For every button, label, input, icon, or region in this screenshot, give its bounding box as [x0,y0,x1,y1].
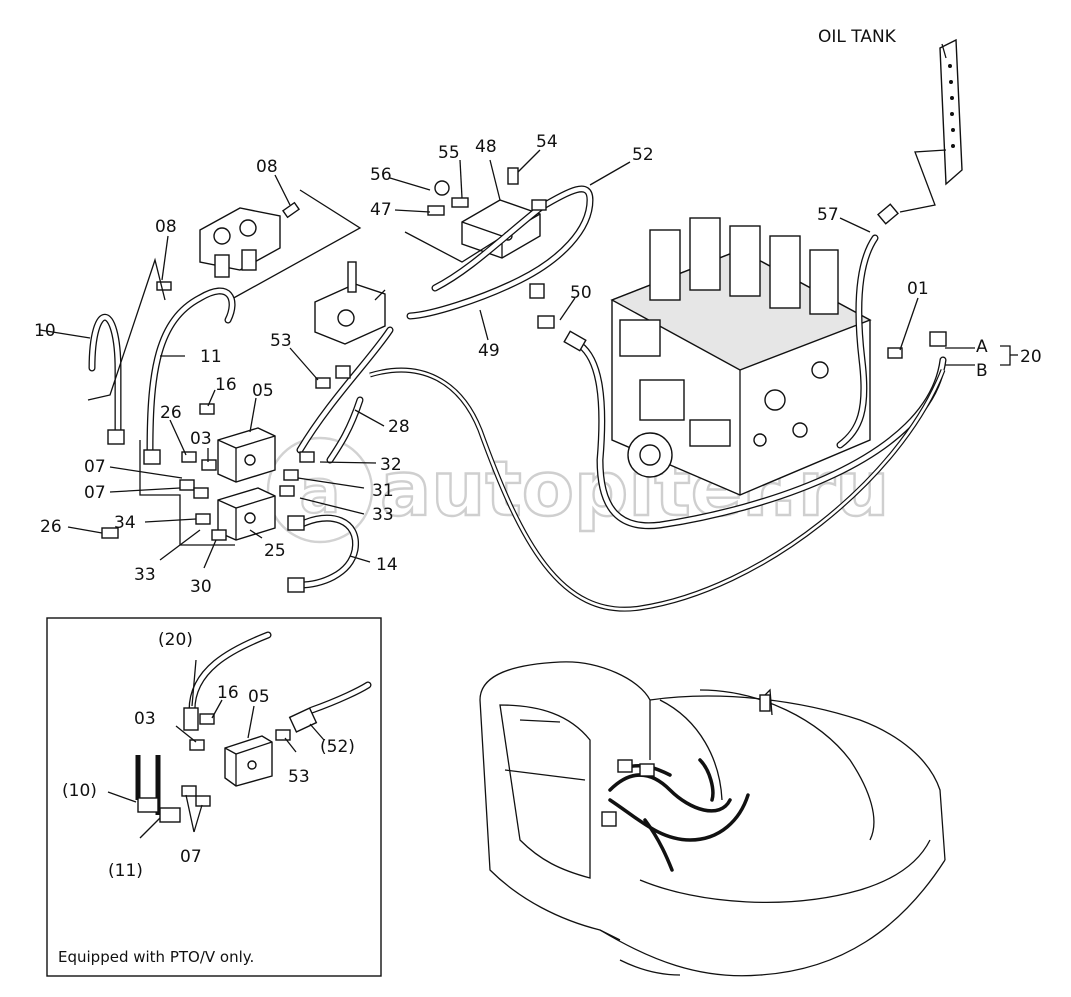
label-57: 57 [817,205,839,225]
label-07a: 07 [84,457,106,477]
label-30: 30 [190,577,212,597]
mid-valve-bracket [314,261,386,345]
label-10: 10 [34,321,56,341]
fittings [101,167,947,593]
label-50: 50 [570,283,592,303]
label-55: 55 [438,143,460,163]
inset-label-53: 53 [288,767,310,787]
label-11: 11 [200,347,222,367]
label-34: 34 [114,513,136,533]
excavator-outline [479,661,946,977]
inset-label-20: (20) [158,630,193,650]
block-48 [404,199,541,263]
inset-pto-v: (20) 16 05 03 (52) 53 (10) 07 (11) Equip… [46,617,382,977]
inset-label-03: 03 [134,709,156,729]
label-54: 54 [536,132,558,152]
label-28: 28 [388,417,410,437]
inset-label-10: (10) [62,781,97,801]
label-47: 47 [370,200,392,220]
label-26b: 26 [40,517,62,537]
label-49: 49 [478,341,500,361]
label-48: 48 [475,137,497,157]
label-01: 01 [907,279,929,299]
inset-label-52: (52) [320,737,355,757]
label-08b: 08 [155,217,177,237]
label-31: 31 [372,481,394,501]
inset-note: Equipped with PTO/V only. [58,948,254,966]
label-52: 52 [632,145,654,165]
label-53: 53 [270,331,292,351]
upper-valve-assembly [199,189,362,301]
label-33b: 33 [134,565,156,585]
leader-lines [39,43,1018,569]
inset-label-07: 07 [180,847,202,867]
inset-label-16: 16 [217,683,239,703]
label-32: 32 [380,455,402,475]
label-07b: 07 [84,483,106,503]
inset-label-11: (11) [108,861,143,881]
label-14: 14 [376,555,398,575]
label-20: 20 [1020,347,1042,367]
control-valve [610,217,872,496]
valve-blocks [139,427,276,546]
label-05: 05 [252,381,274,401]
label-56: 56 [370,165,392,185]
label-26a: 26 [160,403,182,423]
oil-tank-bracket [899,38,963,213]
inset-label-05: 05 [248,687,270,707]
hoses [88,185,975,612]
label-33a: 33 [372,505,394,525]
part-labels: OIL TANK 08 08 10 11 56 55 48 54 52 47 5… [34,27,1042,597]
label-a: A [976,337,988,357]
label-25: 25 [264,541,286,561]
label-08a: 08 [256,157,278,177]
label-16: 16 [215,375,237,395]
label-03: 03 [190,429,212,449]
label-b: B [976,361,988,381]
label-oil-tank: OIL TANK [818,27,897,47]
